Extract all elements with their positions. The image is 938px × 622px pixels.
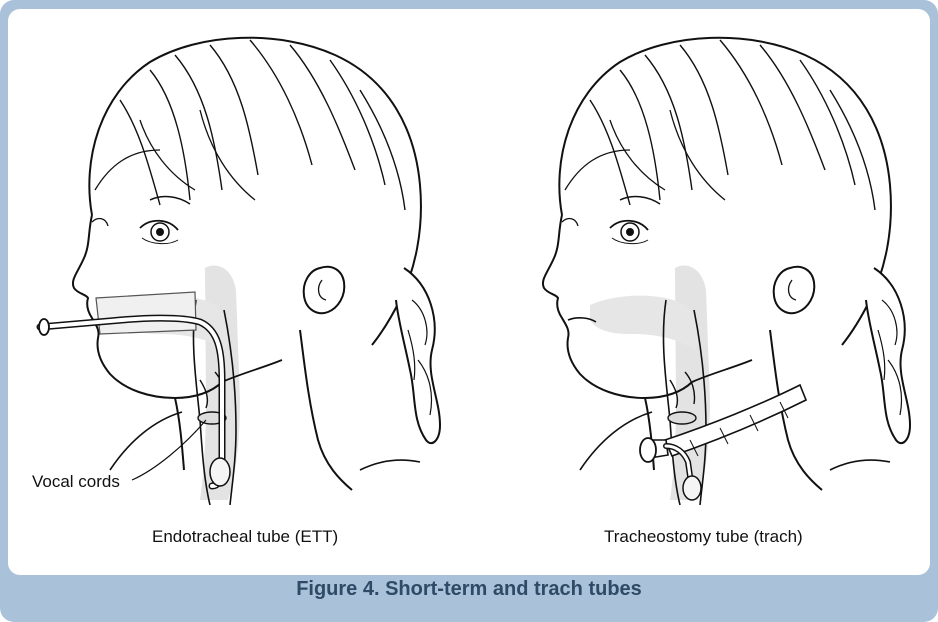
ett-label: Endotracheal tube (ETT): [152, 527, 338, 547]
trach-illustration: [543, 38, 910, 505]
trach-label: Tracheostomy tube (trach): [604, 527, 803, 547]
figure-caption: Figure 4. Short-term and trach tubes: [0, 578, 938, 601]
ett-illustration: [39, 38, 440, 505]
vocal-cords-label: Vocal cords: [32, 472, 120, 492]
